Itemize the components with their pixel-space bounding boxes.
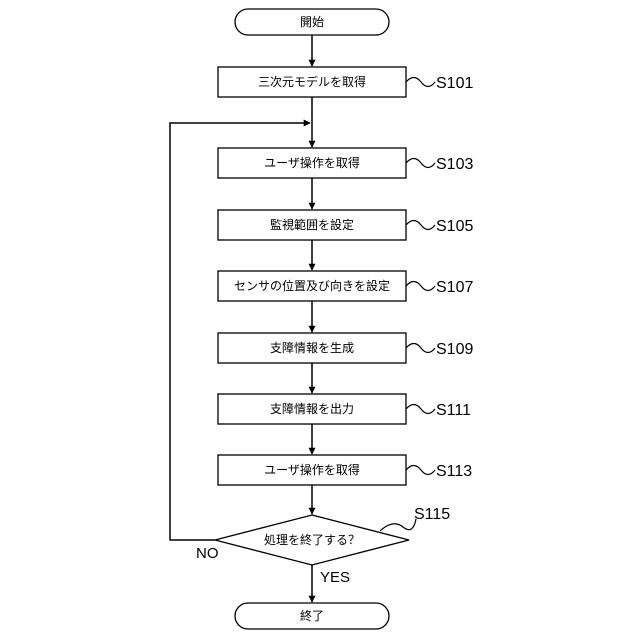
step-s109: 支障情報を生成 S109 bbox=[218, 333, 473, 363]
step-id: S107 bbox=[436, 279, 473, 296]
step-label: ユーザ操作を取得 bbox=[264, 155, 360, 170]
decision-id: S115 bbox=[414, 506, 450, 523]
step-label: センサの位置及び向きを設定 bbox=[234, 278, 390, 293]
end-label: 終了 bbox=[300, 608, 324, 623]
step-s113: ユーザ操作を取得 S113 bbox=[218, 455, 472, 485]
decision-label: 処理を終了する？ bbox=[264, 532, 360, 547]
step-id: S113 bbox=[436, 463, 472, 480]
start-label: 開始 bbox=[300, 15, 324, 29]
step-id: S101 bbox=[436, 75, 473, 92]
end-terminal: 終了 bbox=[235, 603, 389, 629]
step-id: S111 bbox=[436, 402, 471, 419]
decision-s115: 処理を終了する？ S115 bbox=[215, 506, 450, 565]
step-label: ユーザ操作を取得 bbox=[264, 462, 360, 477]
step-id: S103 bbox=[436, 156, 473, 173]
step-label: 三次元モデルを取得 bbox=[258, 74, 366, 89]
step-s101: 三次元モデルを取得 S101 bbox=[218, 67, 473, 97]
connectors bbox=[170, 35, 312, 602]
step-s107: センサの位置及び向きを設定 S107 bbox=[218, 271, 473, 301]
step-label: 支障情報を生成 bbox=[270, 340, 354, 355]
step-s103: ユーザ操作を取得 S103 bbox=[218, 148, 473, 178]
step-s105: 監視範囲を設定 S105 bbox=[218, 210, 473, 240]
step-id: S109 bbox=[436, 341, 473, 358]
step-label: 支障情報を出力 bbox=[270, 401, 354, 416]
start-terminal: 開始 bbox=[235, 9, 389, 35]
step-label: 監視範囲を設定 bbox=[270, 217, 354, 232]
yes-label: YES bbox=[320, 569, 350, 586]
step-id: S105 bbox=[436, 218, 473, 235]
no-label: NO bbox=[196, 545, 219, 562]
step-s111: 支障情報を出力 S111 bbox=[218, 394, 471, 424]
